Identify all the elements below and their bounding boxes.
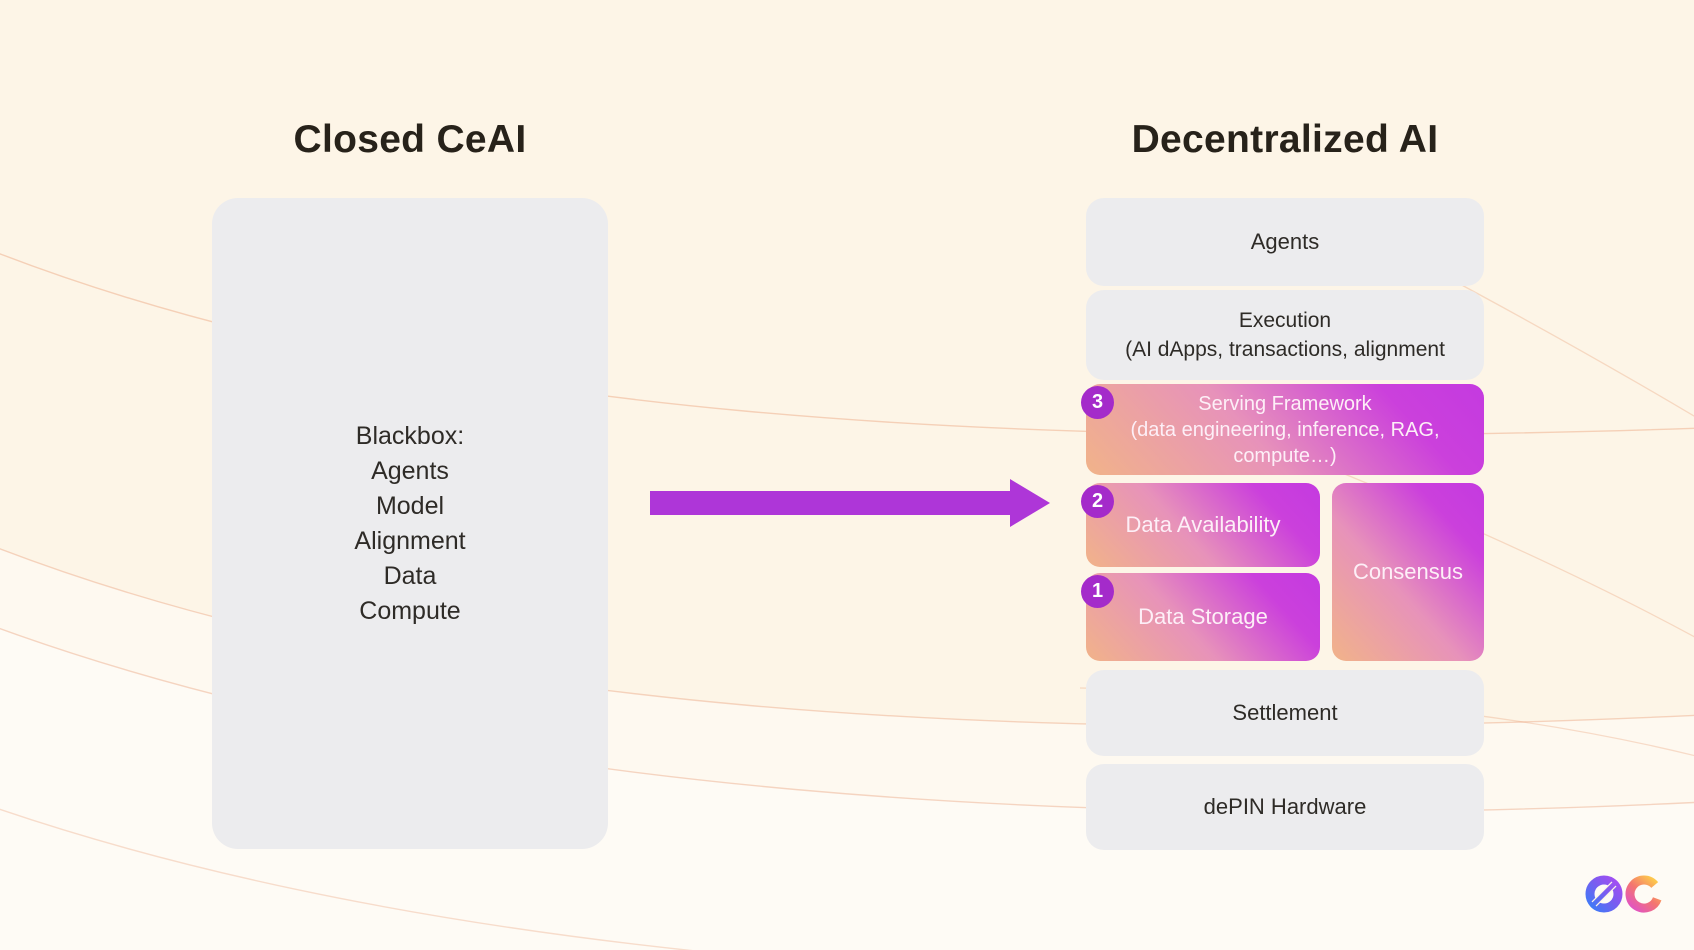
right-arrow-icon [650,462,1050,549]
badge-2: 2 [1081,485,1114,518]
layer-data-availability-label: Data Availability [1125,512,1281,537]
layer-execution-detail: (AI dApps, transactions, alignment [1125,338,1445,361]
blackbox-item-model: Model [375,491,445,520]
layer-execution-label: Execution [1238,309,1332,332]
layer-depin-hardware: dePIN Hardware [1086,764,1484,850]
layer-settlement-label: Settlement [1232,700,1338,725]
layer-serving-detail-2: compute…) [1233,444,1337,467]
closed-ceai-title: Closed CeAI [293,118,527,161]
layer-execution: Execution (AI dApps, transactions, align… [1086,290,1484,380]
layer-agents-label: Agents [1250,229,1320,254]
layer-consensus: Consensus [1332,483,1484,661]
layer-data-storage: 1 Data Storage [1081,573,1320,661]
zero-g-logo-icon [1582,870,1666,923]
layer-serving-framework: 3 Serving Framework (data engineering, i… [1081,384,1484,475]
layer-agents: Agents [1086,198,1484,286]
layer-data-availability: 2 Data Availability [1081,483,1320,567]
layer-consensus-label: Consensus [1352,559,1464,584]
layer-settlement: Settlement [1086,670,1484,756]
blackbox-item-compute: Compute [359,596,461,625]
blackbox-item-data: Data [383,561,437,590]
closed-ceai-box: Blackbox: Agents Model Alignment Data Co… [212,198,608,849]
layer-serving-detail-1: (data engineering, inference, RAG, [1130,418,1440,441]
layer-depin-hardware-label: dePIN Hardware [1203,794,1367,819]
layer-serving-label: Serving Framework [1198,392,1372,415]
decentralized-ai-title: Decentralized AI [1131,118,1439,161]
badge-3: 3 [1081,386,1114,419]
blackbox-item-alignment: Alignment [354,526,466,555]
layer-data-storage-label: Data Storage [1138,604,1268,629]
blackbox-label: Blackbox: [355,421,465,450]
blackbox-item-agents: Agents [371,456,449,485]
badge-1: 1 [1081,575,1114,608]
